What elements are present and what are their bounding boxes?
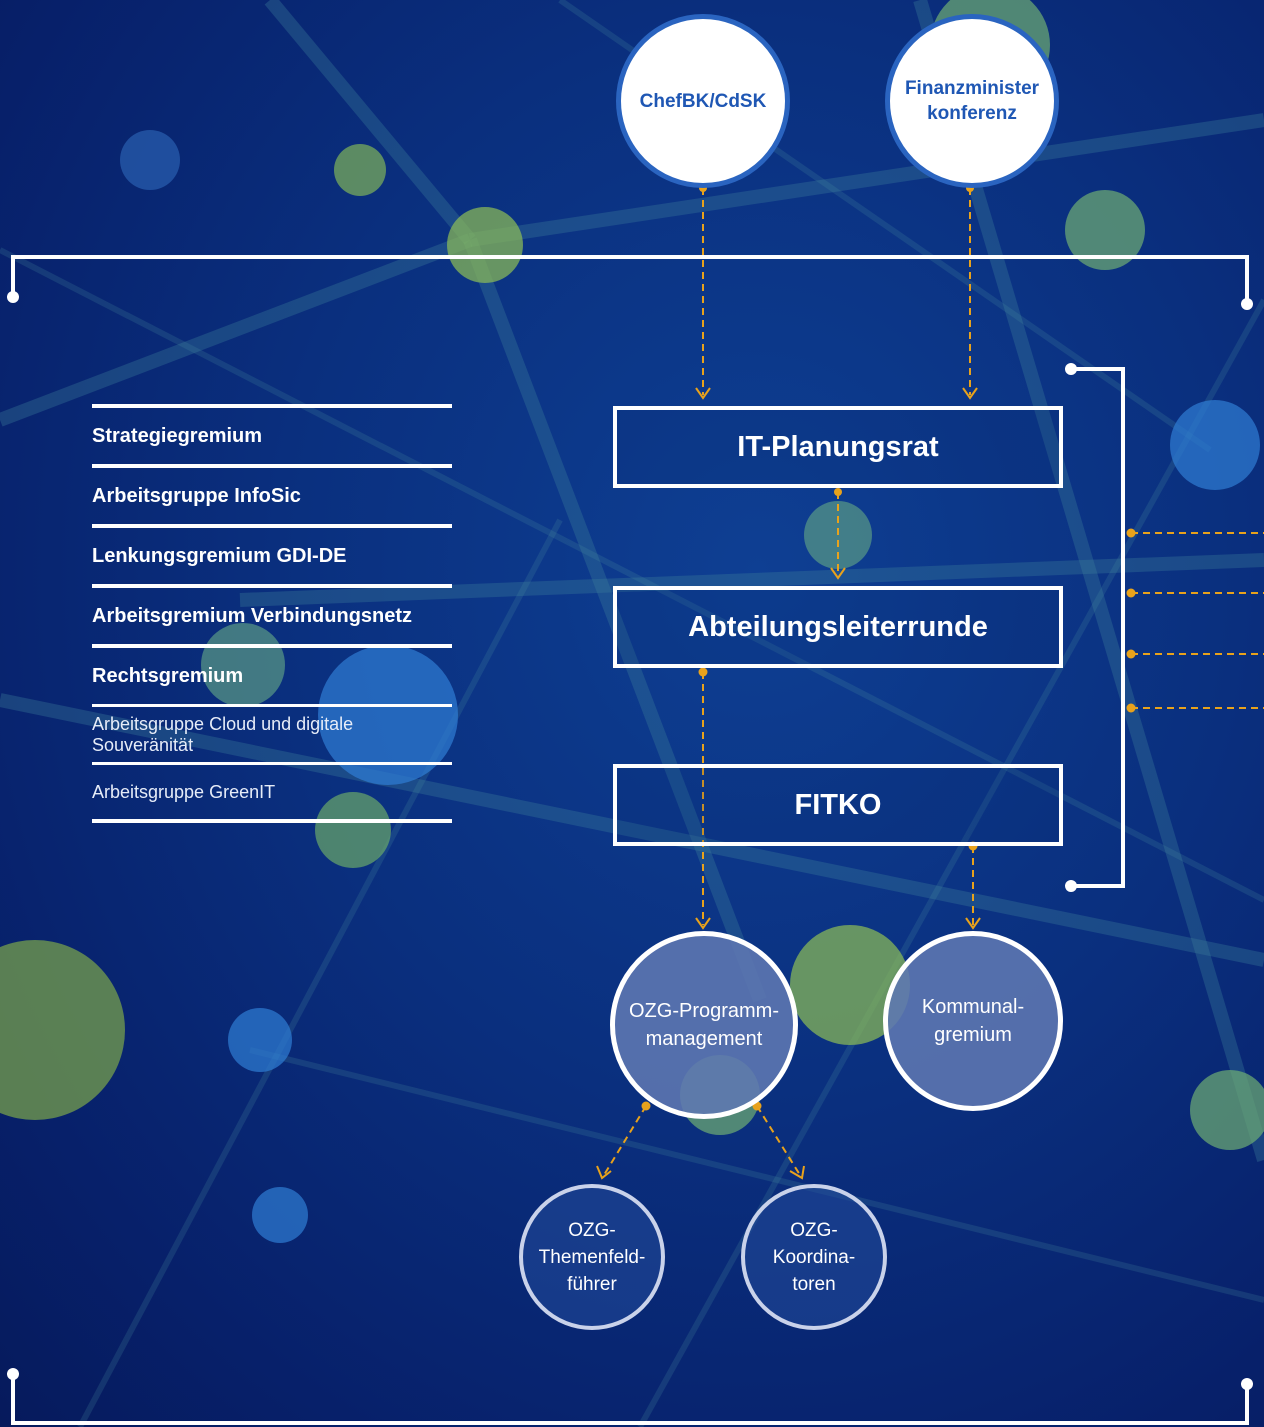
node-label-line: konferenz xyxy=(927,103,1017,124)
frame-dot xyxy=(1241,1378,1253,1390)
node-label-line: OZG-Programm- xyxy=(629,1000,779,1022)
frame-dot xyxy=(7,1368,19,1380)
connector-dot xyxy=(698,667,708,677)
connector-ozgpm-themen xyxy=(603,1105,647,1176)
node-label-line: OZG- xyxy=(790,1219,838,1241)
committee-label: Arbeitsgremium Verbindungsnetz xyxy=(92,604,413,627)
committee-label: Arbeitsgruppe Cloud und digitale Souverä… xyxy=(92,713,354,755)
connector-dot xyxy=(1126,703,1136,713)
it-planungsrat-box: IT-Planungsrat xyxy=(613,406,1063,488)
committee-item: Lenkungsgremium GDI-DE xyxy=(92,524,452,584)
connector-dot xyxy=(1126,588,1136,598)
connector-ozgpm-koord xyxy=(756,1105,801,1176)
bracket-dot xyxy=(1065,363,1077,375)
node-label-line: Finanzminister xyxy=(904,78,1040,99)
committee-label: Lenkungsgremium GDI-DE xyxy=(92,544,347,567)
node-label-line: Koordina- xyxy=(772,1246,856,1268)
committee-item: Strategiegremium xyxy=(92,404,452,464)
connector-dot xyxy=(641,1101,651,1111)
committee-label: Rechtsgremium xyxy=(92,664,244,687)
frame-dot xyxy=(1241,298,1253,310)
connector-dot xyxy=(1126,649,1136,659)
committee-item: Arbeitsgremium Verbindungsnetz xyxy=(92,584,452,644)
bracket-dot xyxy=(1065,880,1077,892)
node-label-line: ChefBK/CdSK xyxy=(639,90,767,112)
node-label-line: management xyxy=(645,1028,763,1050)
node-label-line: führer xyxy=(567,1273,617,1295)
committee-item: Rechtsgremium xyxy=(92,644,452,704)
committee-item: Arbeitsgruppe Cloud und digitale Souverä… xyxy=(92,704,452,762)
committee-item: Arbeitsgruppe GreenIT xyxy=(92,762,452,819)
committee-item: Arbeitsgruppe InfoSic xyxy=(92,464,452,524)
chefbk-cdsk-node: ChefBK/CdSK xyxy=(616,14,790,188)
kommunalgremium-node: Kommunal-gremium xyxy=(883,931,1063,1111)
committee-list: Strategiegremium Arbeitsgruppe InfoSic L… xyxy=(92,404,452,823)
node-label-line: OZG- xyxy=(568,1219,616,1241)
committee-label: Strategiegremium xyxy=(92,424,263,447)
committee-label: Arbeitsgruppe InfoSic xyxy=(92,484,301,507)
fitko-box: FITKO xyxy=(613,764,1063,846)
committee-label: Arbeitsgruppe GreenIT xyxy=(92,781,276,802)
node-label-line: Kommunal- xyxy=(921,996,1025,1018)
finanzministerkonferenz-node: Finanzminister konferenz xyxy=(885,14,1059,188)
ozg-themenfeldfuehrer-node: OZG- Themenfeld-führer xyxy=(519,1184,665,1330)
node-label-line: gremium xyxy=(934,1024,1012,1046)
ozg-koordinatoren-node: OZG- Koordina-toren xyxy=(741,1184,887,1330)
connector-dot xyxy=(834,488,842,496)
connector-dot xyxy=(1126,528,1136,538)
node-label-line: Themenfeld- xyxy=(538,1246,646,1268)
frame-dot xyxy=(7,291,19,303)
frame-bracket xyxy=(11,255,1249,1425)
abteilungsleiterrunde-label: Abteilungsleiterrunde xyxy=(688,610,988,643)
abteilungsleiterrunde-box: Abteilungsleiterrunde xyxy=(613,586,1063,668)
fitko-label: FITKO xyxy=(794,788,882,821)
ozg-programmmanagement-node: OZG-Programm-management xyxy=(610,931,798,1119)
node-label-line: toren xyxy=(792,1273,836,1295)
it-planungsrat-label: IT-Planungsrat xyxy=(737,430,939,463)
committee-list-end-rule xyxy=(92,819,452,823)
